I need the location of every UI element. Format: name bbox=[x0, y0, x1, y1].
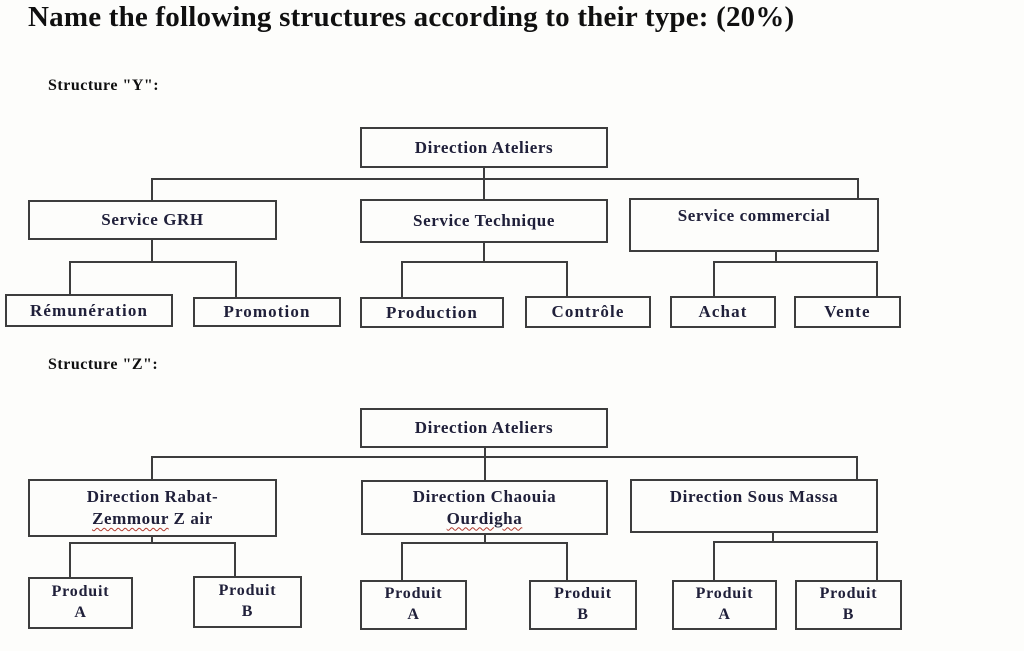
org-node-label-line1: Produit bbox=[51, 583, 110, 601]
page-title: Name the following structures according … bbox=[28, 1, 795, 33]
z-leaf-produit-b-3: Produit B bbox=[795, 580, 902, 630]
y-leaf-vente: Vente bbox=[794, 296, 901, 328]
org-node-label-line2: A bbox=[407, 606, 420, 623]
structure-z-label: Structure "Z": bbox=[48, 356, 159, 373]
org-node-label: Service commercial bbox=[677, 206, 831, 225]
org-node-label: Service GRH bbox=[101, 210, 204, 230]
org-node-label: Achat bbox=[698, 302, 748, 322]
structure-y-connectors bbox=[69, 168, 878, 298]
org-node-label: Service Technique bbox=[413, 211, 555, 231]
org-node-label: Production bbox=[386, 302, 478, 322]
z-leaf-produit-a-3: Produit A bbox=[672, 580, 777, 630]
y-leaf-production: Production bbox=[360, 297, 504, 328]
y-node-service-commercial: Service commercial bbox=[629, 198, 879, 252]
label-line2-rest: Z air bbox=[168, 509, 213, 528]
z-node-direction-rabat-zemmour: Direction Rabat- Zemmour Z air bbox=[28, 479, 277, 537]
org-node-label-line1: Produit bbox=[819, 585, 878, 603]
misspelled-word: Zemmour bbox=[92, 509, 169, 528]
y-leaf-controle: Contrôle bbox=[525, 296, 651, 328]
z-leaf-produit-a-2: Produit A bbox=[360, 580, 467, 630]
y-leaf-promotion: Promotion bbox=[193, 297, 341, 327]
org-node-label: Vente bbox=[824, 302, 871, 322]
org-node-label: Direction Sous Massa bbox=[669, 487, 839, 506]
z-leaf-produit-a-1: Produit A bbox=[28, 577, 133, 629]
org-node-label-line2: A bbox=[74, 604, 87, 621]
y-node-service-technique: Service Technique bbox=[360, 199, 608, 243]
org-node-label-line2: B bbox=[577, 606, 589, 623]
org-node-label-line1: Produit bbox=[554, 585, 612, 603]
org-node-label-line2: Zemmour Z air bbox=[92, 508, 213, 530]
y-node-service-grh: Service GRH bbox=[28, 200, 277, 240]
z-node-direction-sous-massa: Direction Sous Massa bbox=[630, 479, 878, 533]
org-node-label-line2: B bbox=[241, 603, 254, 620]
org-node-label-line1: Produit bbox=[384, 585, 443, 603]
z-root-box: Direction Ateliers bbox=[360, 408, 608, 448]
z-leaf-produit-b-2: Produit B bbox=[529, 580, 637, 630]
misspelled-word: Ourdigha bbox=[446, 508, 523, 528]
org-node-label-line1: Produit bbox=[218, 582, 277, 600]
y-leaf-remuneration: Rémunération bbox=[5, 294, 173, 327]
org-node-label-line2: B bbox=[842, 606, 855, 623]
org-node-label-line1: Produit bbox=[695, 585, 754, 603]
org-node-label: Promotion bbox=[223, 302, 311, 322]
org-node-label: Direction Ateliers bbox=[414, 137, 554, 157]
org-node-label: Rémunération bbox=[29, 300, 149, 320]
structure-y-label: Structure "Y": bbox=[48, 77, 160, 94]
z-node-direction-chaouia-ourdigha: Direction Chaouia Ourdigha bbox=[361, 480, 608, 535]
z-leaf-produit-b-1: Produit B bbox=[193, 576, 302, 628]
org-node-label-line1: Direction Chaouia bbox=[412, 486, 557, 506]
org-node-label-line2: Ourdigha bbox=[447, 508, 523, 530]
org-node-label-line2: A bbox=[718, 606, 731, 623]
org-node-label-line1: Direction Rabat- bbox=[86, 487, 219, 507]
org-node-label: Direction Ateliers bbox=[414, 418, 554, 438]
y-leaf-achat: Achat bbox=[670, 296, 776, 328]
org-node-label: Contrôle bbox=[551, 302, 625, 322]
y-root-box: Direction Ateliers bbox=[360, 127, 608, 168]
structure-z-connectors bbox=[69, 447, 878, 581]
